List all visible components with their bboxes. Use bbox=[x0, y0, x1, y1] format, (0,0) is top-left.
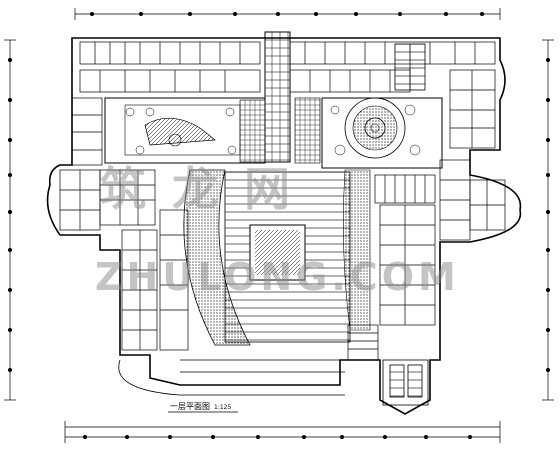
north-wing-rooms bbox=[79, 41, 496, 93]
drawing-title-text: 一层平面图 bbox=[170, 402, 210, 411]
central-corridor bbox=[264, 31, 291, 163]
building-outline bbox=[46, 37, 522, 415]
north-east-seating bbox=[394, 43, 426, 91]
right-axis-ticks bbox=[546, 58, 550, 372]
watermark-cn: 筑龙网 bbox=[100, 162, 316, 216]
east-storefront-band bbox=[374, 174, 436, 204]
east-block-rooms bbox=[439, 69, 506, 241]
east-courtyard bbox=[321, 97, 443, 169]
west-courtyard bbox=[104, 97, 266, 164]
east-courtyard-paving bbox=[294, 97, 321, 164]
top-dimension-line bbox=[74, 8, 501, 20]
watermark-en: ZHULONG.COM bbox=[95, 255, 460, 299]
south-east-rooms bbox=[347, 204, 436, 361]
left-dimension-line bbox=[4, 39, 16, 401]
south-west-rooms bbox=[121, 209, 189, 351]
south-frontage bbox=[118, 359, 345, 396]
west-courtyard-paving bbox=[239, 99, 266, 163]
drawing-title: 一层平面图 1:125 bbox=[170, 401, 231, 412]
atrium-curved-ramp bbox=[183, 169, 251, 346]
right-dimension-line bbox=[542, 39, 554, 401]
left-axis-ticks bbox=[8, 58, 12, 372]
west-block-rooms bbox=[59, 97, 156, 231]
bottom-axis-ticks bbox=[83, 435, 472, 439]
drawing-scale: 1:125 bbox=[214, 404, 232, 411]
bottom-dimension-line bbox=[64, 421, 501, 443]
top-axis-ticks bbox=[90, 12, 484, 16]
atrium-void-pattern bbox=[255, 230, 300, 275]
south-entry-bay bbox=[382, 359, 429, 406]
